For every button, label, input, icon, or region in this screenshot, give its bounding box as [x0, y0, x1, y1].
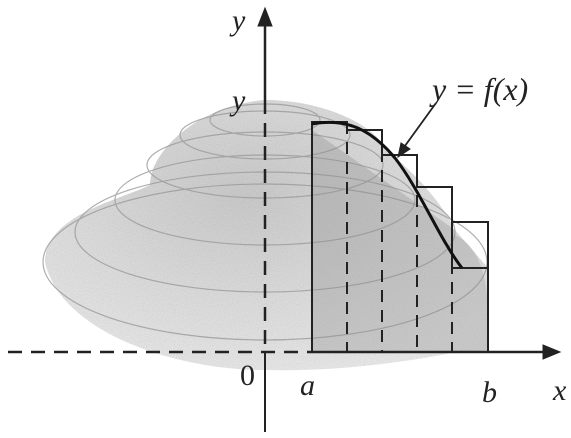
x-axis-arrow-icon [542, 344, 562, 360]
leader-arrow-icon [397, 142, 411, 159]
y-axis-label-mid: y [229, 84, 246, 117]
partition-lines [311, 122, 453, 352]
curve-f [311, 120, 464, 269]
curve-label: y = f(x) [429, 71, 528, 107]
b-label: b [482, 376, 497, 409]
label-leader [397, 102, 437, 159]
x-axis-label: x [552, 374, 567, 407]
y-axis-arrow-icon [257, 6, 273, 27]
y-axis-label-top: y [229, 4, 246, 37]
a-label: a [300, 369, 315, 402]
leader-line [401, 102, 437, 151]
origin-label: 0 [240, 359, 255, 392]
axes [8, 6, 562, 432]
solid-body [42, 100, 489, 371]
step-region-shadow [312, 130, 488, 352]
